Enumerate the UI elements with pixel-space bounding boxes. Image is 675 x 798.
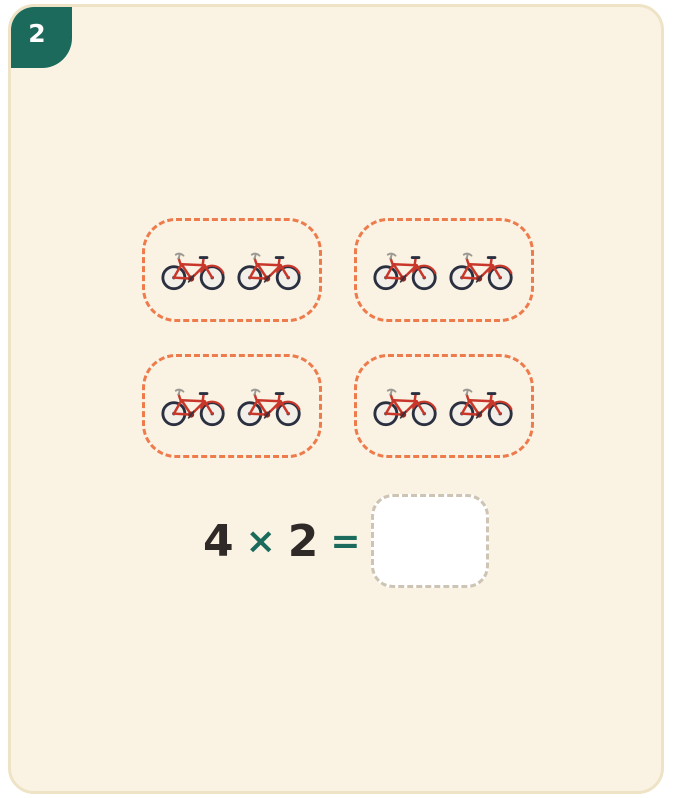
equals-sign: = — [330, 521, 360, 562]
bicycle-icon — [372, 247, 440, 293]
bicycle-icon — [160, 383, 228, 429]
bicycle-icon — [448, 383, 516, 429]
bicycle-icon — [448, 247, 516, 293]
bicycle-icon — [236, 247, 304, 293]
answer-input-box[interactable] — [371, 494, 489, 588]
worksheet-card: 2 4 × 2 = — [8, 4, 664, 794]
equation-left-operand: 4 — [203, 516, 234, 567]
bicycle-icon — [236, 383, 304, 429]
bicycle-group — [142, 354, 322, 458]
bicycle-icon — [372, 383, 440, 429]
equation-right-operand: 2 — [288, 516, 319, 567]
bicycle-group — [142, 218, 322, 322]
bicycle-icon — [160, 247, 228, 293]
times-sign: × — [246, 521, 276, 562]
bicycle-group — [354, 218, 534, 322]
question-number-badge: 2 — [8, 4, 72, 68]
multiplication-equation: 4 × 2 = — [203, 494, 489, 588]
bicycle-group — [354, 354, 534, 458]
